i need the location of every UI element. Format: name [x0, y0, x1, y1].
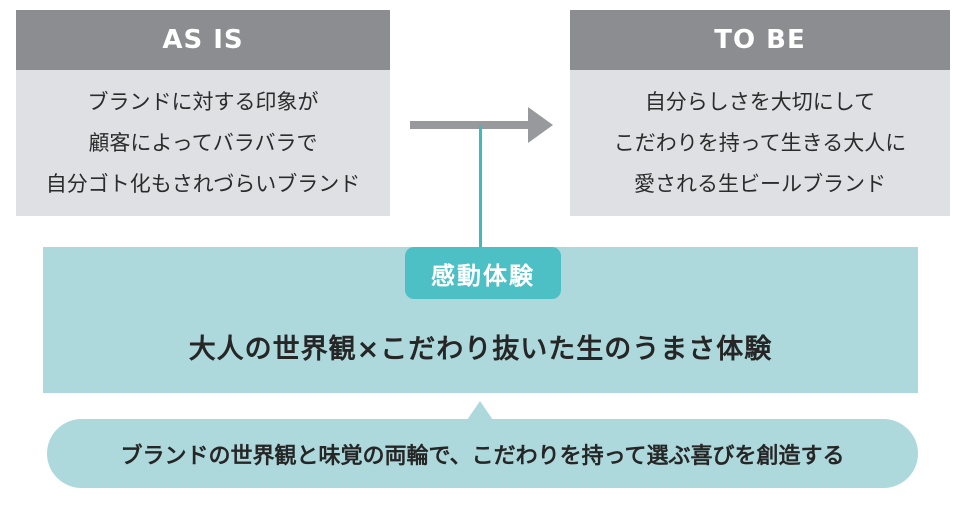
to-be-title: TO BE	[714, 25, 806, 55]
to-be-line-2: こだわりを持って生きる大人に	[613, 130, 907, 155]
connector-line	[479, 125, 482, 249]
to-be-header: TO BE	[570, 10, 950, 70]
as-is-header: AS IS	[16, 10, 390, 70]
to-be-line-3: 愛される生ビールブランド	[634, 171, 886, 196]
arrow-right-icon	[528, 107, 553, 143]
as-is-line-1: ブランドに対する印象が	[87, 89, 319, 114]
transition-arrow-shaft	[410, 121, 530, 129]
as-is-panel: AS IS ブランドに対する印象が 顧客によってバラバラで 自分ゴト化もされづら…	[16, 10, 390, 216]
experience-statement-text: 大人の世界観×こだわり抜いた生のうまさ体験	[188, 333, 773, 365]
callout-triangle-up-icon	[467, 401, 493, 420]
experience-badge: 感動体験	[405, 247, 561, 299]
to-be-line-1: 自分らしさを大切にして	[644, 89, 876, 114]
experience-statement: 大人の世界観×こだわり抜いた生のうまさ体験	[43, 299, 918, 393]
as-is-line-2: 顧客によってバラバラで	[88, 130, 318, 155]
to-be-body: 自分らしさを大切にして こだわりを持って生きる大人に 愛される生ビールブランド	[570, 70, 950, 216]
as-is-title: AS IS	[162, 25, 244, 55]
as-is-body: ブランドに対する印象が 顧客によってバラバラで 自分ゴト化もされづらいブランド	[16, 70, 390, 216]
experience-badge-label: 感動体験	[431, 261, 535, 290]
foundation-pill: ブランドの世界観と味覚の両輪で、こだわりを持って選ぶ喜びを創造する	[47, 419, 918, 488]
to-be-panel: TO BE 自分らしさを大切にして こだわりを持って生きる大人に 愛される生ビー…	[570, 10, 950, 216]
foundation-text: ブランドの世界観と味覚の両輪で、こだわりを持って選ぶ喜びを創造する	[120, 443, 845, 469]
as-is-line-3: 自分ゴト化もされづらいブランド	[45, 171, 361, 196]
